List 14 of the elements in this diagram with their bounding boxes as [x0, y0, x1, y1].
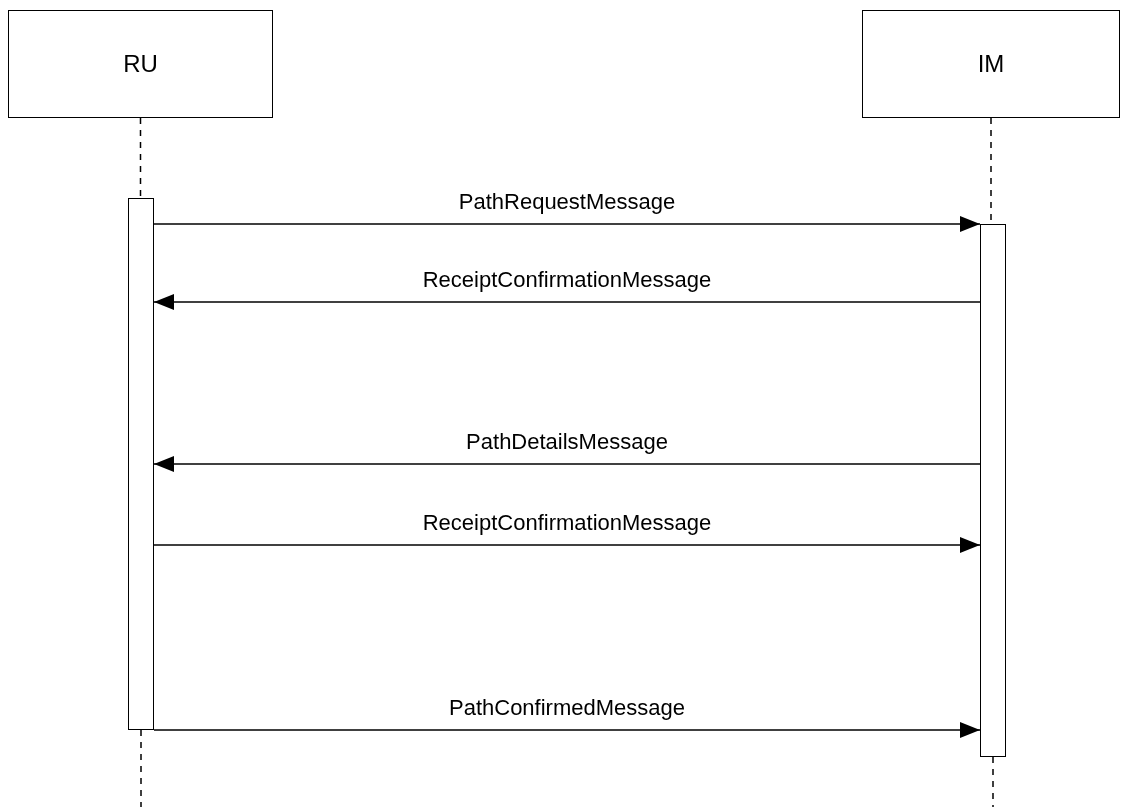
- activation-bar: [980, 224, 1006, 757]
- message-arrow: [153, 216, 981, 232]
- participant-box: [8, 10, 273, 118]
- participant-name: RU: [123, 50, 158, 78]
- participant-box: [862, 10, 1120, 118]
- message-arrow: [153, 722, 981, 738]
- lifeline: [992, 756, 994, 807]
- message-arrow: [153, 294, 981, 310]
- activation-bar: [128, 198, 154, 730]
- message-arrow: [153, 537, 981, 553]
- message-arrow: [153, 456, 981, 472]
- lifeline: [139, 117, 142, 199]
- lifeline: [140, 729, 142, 807]
- participant-name: IM: [977, 50, 1005, 78]
